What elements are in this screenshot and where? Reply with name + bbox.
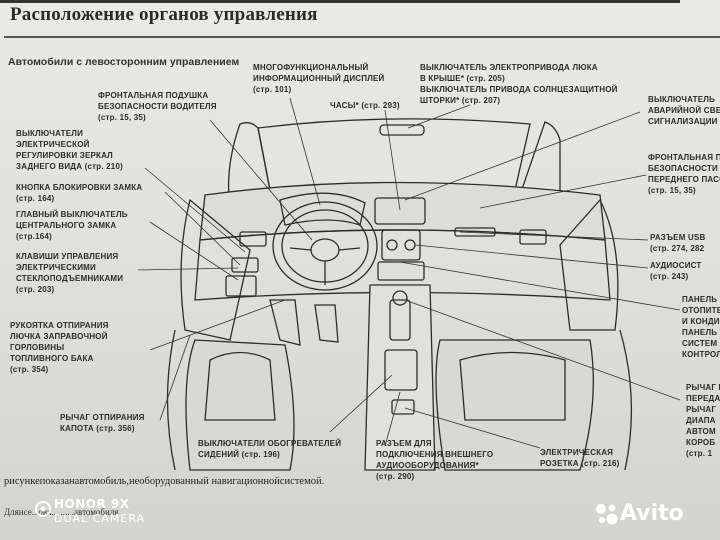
top-border <box>0 0 680 3</box>
avito-logo-icon <box>596 504 618 525</box>
label-climate: ПАНЕЛЬ УПР ОТОПИТЕЛ И КОНДИЦ ПАНЕЛЬ УП С… <box>682 295 720 359</box>
label-central-lock: ГЛАВНЫЙ ВЫКЛЮЧАТЕЛЬ ЦЕНТРАЛЬНОГО ЗАМКА (… <box>16 210 128 241</box>
label-aux-jack: РАЗЪЕМ ДЛЯ ПОДКЛЮЧЕНИЯ ВНЕШНЕГО АУДИООБО… <box>376 439 494 481</box>
label-airbag-driver: ФРОНТАЛЬНАЯ ПОДУШКА БЕЗОПАСНОСТИ ВОДИТЕЛ… <box>98 91 217 122</box>
avito-watermark: Avito <box>620 501 684 526</box>
label-airbag-passenger: ФРОНТАЛЬНАЯ ПОД БЕЗОПАСНОСТИ ПЕРЕДНЕГО П… <box>648 153 720 195</box>
footnote: рисункепоказанавтомобиль,необорудованный… <box>4 476 325 487</box>
title-rule <box>4 36 720 38</box>
label-hood-release: РЫЧАГ ОТПИРАНИЯ КАПОТА (стр. 356) <box>60 413 145 433</box>
label-seat-heaters: ВЫКЛЮЧАТЕЛИ ОБОГРЕВАТЕЛЕЙ СИДЕНИЙ (стр. … <box>198 439 342 459</box>
label-usb: РАЗЪЕМ USB (стр. 274, 282 <box>650 233 706 253</box>
label-power-socket: ЭЛЕКТРИЧЕСКАЯ РОЗЕТКА (стр. 216) <box>540 448 620 468</box>
section-subtitle: Автомобили с левосторонним управлением <box>8 56 240 68</box>
label-multi-display: МНОГОФУНКЦИОНАЛЬНЫЙ ИНФОРМАЦИОННЫЙ ДИСПЛ… <box>253 63 385 94</box>
label-clock: ЧАСЫ* (стр. 293) <box>330 101 400 110</box>
label-mirrors: ВЫКЛЮЧАТЕЛИ ЭЛЕКТРИЧЕСКОЙ РЕГУЛИРОВКИ ЗЕ… <box>16 129 123 171</box>
label-hazard: ВЫКЛЮЧАТЕЛЬ АВАРИЙНОЙ СВЕТОВОЙ СИГНАЛИЗА… <box>648 95 720 126</box>
camera-model-watermark: HONOR 9X <box>54 497 130 511</box>
label-gear-lever: РЫЧАГ П ПЕРЕДА РЫЧАГ ДИАПА АВТОМ КОРОБ (… <box>686 383 720 458</box>
label-lock-button: КНОПКА БЛОКИРОВКИ ЗАМКА (стр. 164) <box>16 183 143 203</box>
camera-watermark-icon <box>35 501 51 517</box>
page-title: Расположение органов управления <box>10 4 318 25</box>
label-sunroof: ВЫКЛЮЧАТЕЛЬ ЭЛЕКТРОПРИВОДА ЛЮКА В КРЫШЕ*… <box>420 63 618 105</box>
label-fuel-door: РУКОЯТКА ОТПИРАНИЯ ЛЮЧКА ЗАПРАВОЧНОЙ ГОР… <box>10 321 109 374</box>
camera-sub-watermark: DUAL CAMERA <box>54 512 146 525</box>
label-windows: КЛАВИШИ УПРАВЛЕНИЯ ЭЛЕКТРИЧЕСКИМИ СТЕКЛО… <box>16 252 124 294</box>
page-footer: Длянсе...овк..........автомобиля <box>4 507 119 517</box>
label-audio: АУДИОСИСТ (стр. 243) <box>650 261 702 281</box>
